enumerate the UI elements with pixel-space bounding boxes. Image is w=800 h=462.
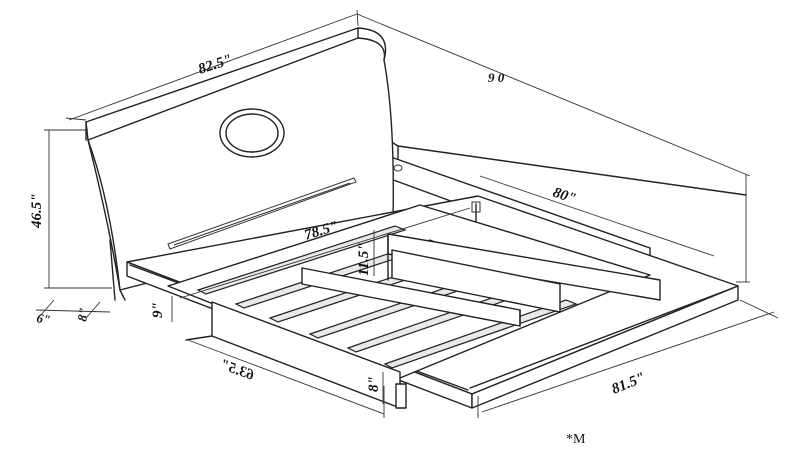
dim-82-5: 82.5" [196,52,234,78]
dim-6: 6" [35,310,51,327]
dim-46-5: 46.5" [29,193,45,229]
dim-63-5: 63.5" [218,357,256,384]
dim-11-5: 11.5" [356,242,372,276]
dim-80: 80" [551,185,578,208]
dim-8-foot: 8" [366,376,382,392]
dim-81-5: 81.5" [610,370,648,398]
model-mark: *M [566,432,586,447]
headboard-ring-light [219,108,285,158]
under-base [185,301,407,409]
dim-9-rail: 9" [150,302,166,318]
dimension-lines [35,9,779,418]
dim-9-0: 9 0 [488,70,505,85]
headboard-led-strip [167,177,357,250]
dim-8-small: 8" [74,306,91,322]
